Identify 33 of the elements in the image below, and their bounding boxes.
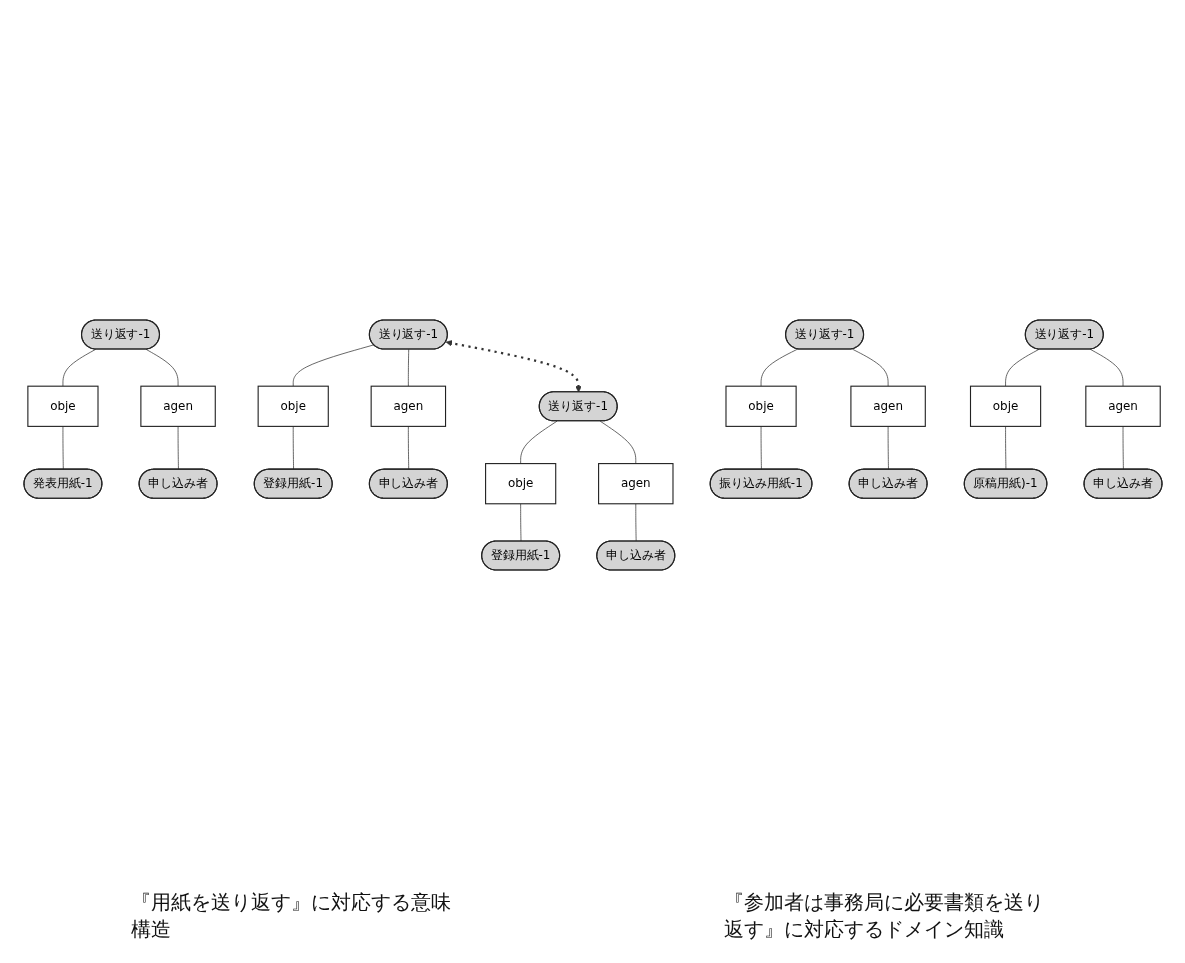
node-box: obje — [724, 385, 797, 427]
connector — [145, 348, 178, 387]
connector — [62, 348, 96, 387]
caption-text: 『用紙を送り返す』に対応する意味構造 — [131, 889, 453, 943]
node-box: agen — [597, 462, 674, 504]
node-box: agen — [139, 385, 216, 427]
connector — [1089, 348, 1123, 387]
connector — [177, 425, 179, 470]
connector — [760, 425, 762, 470]
connector — [1122, 425, 1124, 470]
node-box: agen — [1084, 385, 1161, 427]
connector — [519, 420, 557, 464]
connector — [1004, 425, 1006, 470]
node-box: obje — [484, 462, 556, 504]
connector — [634, 502, 637, 542]
caption-text: 『参加者は事務局に必要書類を送り返す』に対応するドメイン知識 — [723, 889, 1045, 943]
connector — [62, 425, 64, 470]
node-box: obje — [26, 385, 99, 427]
connector — [407, 348, 409, 387]
connector — [599, 420, 636, 464]
connector — [851, 348, 888, 387]
connector — [292, 344, 374, 387]
connector — [292, 425, 294, 470]
connector — [887, 425, 889, 470]
arrow — [445, 339, 582, 392]
connector — [519, 502, 521, 542]
connector — [407, 425, 409, 470]
node-box: agen — [370, 385, 446, 427]
node-box: obje — [969, 385, 1041, 427]
node-box: obje — [257, 385, 329, 427]
connector — [760, 348, 798, 387]
connector — [1004, 348, 1039, 387]
node-box: agen — [849, 385, 926, 427]
